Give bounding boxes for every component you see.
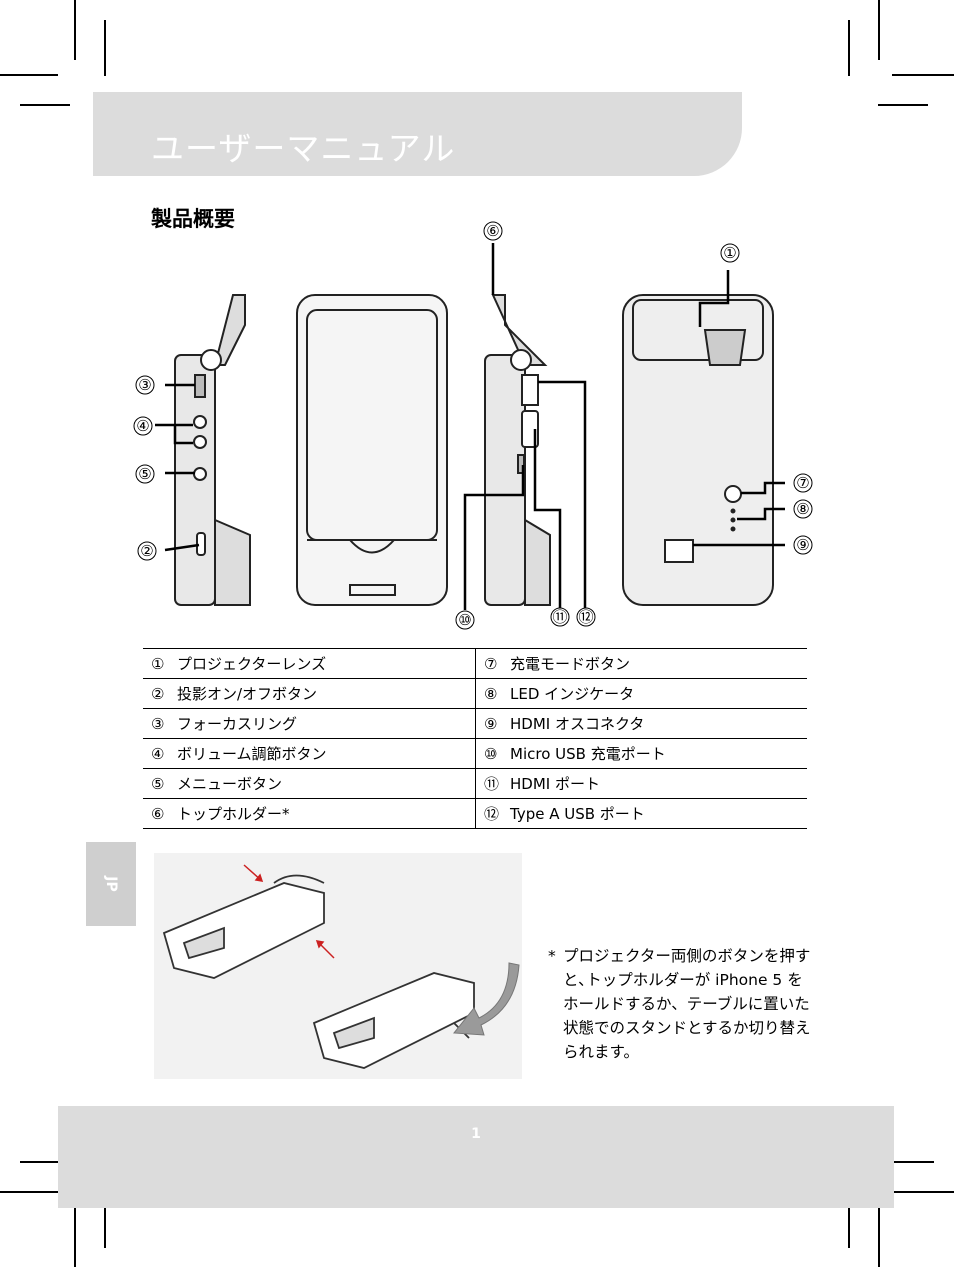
callout-1: ① <box>723 244 736 262</box>
footnote-marker: * <box>548 947 556 965</box>
curved-arrow-icon <box>453 962 520 1036</box>
item-label: Micro USB 充電ポート <box>510 745 666 763</box>
callout-8: ⑧ <box>796 500 809 518</box>
item-label: プロジェクターレンズ <box>177 655 327 673</box>
device-back-view <box>622 294 774 606</box>
item-number: ⑫ <box>484 805 500 823</box>
table-row: ⑥ トップホルダー* ⑫ Type A USB ポート <box>143 798 807 829</box>
crop-mark <box>878 0 880 60</box>
item-label: HDMI ポート <box>510 775 600 793</box>
callout-4: ④ <box>136 417 149 435</box>
item-number: ⑨ <box>484 715 498 733</box>
crop-mark <box>0 1191 58 1193</box>
crop-mark <box>878 104 928 106</box>
table-cell: ⑨ HDMI オスコネクタ <box>475 708 807 739</box>
callout-11: ⑪ <box>552 608 567 626</box>
crop-mark <box>20 104 70 106</box>
item-number: ⑧ <box>484 685 498 703</box>
table-row: ④ ボリューム調節ボタン ⑩ Micro USB 充電ポート <box>143 738 807 769</box>
item-label: Type A USB ポート <box>510 805 645 823</box>
page-title: ユーザーマニュアル <box>151 129 456 168</box>
projector-lens <box>703 329 747 366</box>
hdmi-male-connector <box>664 539 694 563</box>
page-number: 1 <box>471 1126 481 1142</box>
table-cell: ⑫ Type A USB ポート <box>475 798 807 829</box>
callout-2: ② <box>140 542 153 560</box>
table-row: ⑤ メニューボタン ⑪ HDMI ポート <box>143 768 807 799</box>
crop-mark <box>882 1161 934 1163</box>
item-number: ④ <box>151 745 165 763</box>
device-illustration-lower <box>312 972 475 1069</box>
crop-mark <box>848 20 850 76</box>
crop-mark <box>892 74 954 76</box>
footnote: * プロジェクター両側のボタンを押すと､トップホルダーが iPhone 5 をホ… <box>548 944 813 1064</box>
footer-band: 1 <box>58 1106 894 1208</box>
crop-mark <box>848 1190 850 1248</box>
table-row: ② 投影オン/オフボタン ⑧ LED インジケータ <box>143 678 807 709</box>
crop-mark <box>104 1190 106 1248</box>
item-label: フォーカスリング <box>177 715 298 733</box>
item-number: ⑦ <box>484 655 498 673</box>
focus-knob <box>200 349 222 371</box>
callout-7: ⑦ <box>796 474 809 492</box>
table-cell: ⑥ トップホルダー* <box>143 798 476 829</box>
callout-5: ⑤ <box>138 465 151 483</box>
item-number: ⑩ <box>484 745 498 763</box>
language-label: JP <box>103 876 119 892</box>
table-cell: ④ ボリューム調節ボタン <box>143 738 476 769</box>
crop-mark <box>892 1191 954 1193</box>
product-overview-diagram: ③ ④ ⑤ ② ⑥ ① ⑦ ⑧ ⑨ ⑩ ⑪ ⑫ <box>133 221 813 630</box>
item-label: トップホルダー* <box>177 805 290 823</box>
item-label: 投影オン/オフボタン <box>177 685 318 703</box>
item-label: LED インジケータ <box>510 685 635 703</box>
parts-table: ① プロジェクターレンズ ⑦ 充電モードボタン ② 投影オン/オフボタン ⑧ LED イ… <box>143 648 807 829</box>
table-cell: ③ フォーカスリング <box>143 708 476 739</box>
table-cell: ⑪ HDMI ポート <box>475 768 807 799</box>
table-cell: ⑦ 充電モードボタン <box>475 648 807 679</box>
footnote-text: プロジェクター両側のボタンを押すと､トップホルダーが iPhone 5 をホール… <box>563 947 811 1061</box>
table-cell: ⑤ メニューボタン <box>143 768 476 799</box>
callout-3: ③ <box>138 376 151 394</box>
crop-mark <box>20 1161 76 1163</box>
item-label: ボリューム調節ボタン <box>177 745 327 763</box>
device-illustration-upper <box>162 882 325 979</box>
item-label: HDMI オスコネクタ <box>510 715 645 733</box>
item-number: ⑪ <box>484 775 500 793</box>
table-row: ③ フォーカスリング ⑨ HDMI オスコネクタ <box>143 708 807 739</box>
section-title: 製品概要 <box>151 207 235 231</box>
table-cell: ② 投影オン/オフボタン <box>143 678 476 709</box>
language-tab: JP <box>86 842 136 926</box>
item-number: ⑥ <box>151 805 165 823</box>
crop-mark <box>104 20 106 76</box>
table-cell: ⑩ Micro USB 充電ポート <box>475 738 807 769</box>
charge-mode-button <box>724 485 742 503</box>
callout-9: ⑨ <box>796 536 809 554</box>
item-number: ⑤ <box>151 775 165 793</box>
crop-mark <box>0 74 58 76</box>
item-number: ③ <box>151 715 165 733</box>
item-label: 充電モードボタン <box>510 655 631 673</box>
table-cell: ⑧ LED インジケータ <box>475 678 807 709</box>
crop-mark <box>74 1208 76 1267</box>
callout-10: ⑩ <box>458 611 471 629</box>
header-band: ユーザーマニュアル <box>93 92 742 176</box>
item-label: メニューボタン <box>177 775 283 793</box>
table-row: ① プロジェクターレンズ ⑦ 充電モードボタン <box>143 648 807 679</box>
device-port-view <box>484 354 526 606</box>
item-number: ① <box>151 655 165 673</box>
callout-6: ⑥ <box>486 222 499 240</box>
item-number: ② <box>151 685 165 703</box>
crop-mark <box>74 0 76 60</box>
device-front-view <box>296 294 448 606</box>
holder-demo-illustration <box>154 853 522 1079</box>
table-cell: ① プロジェクターレンズ <box>143 648 476 679</box>
crop-mark <box>878 1208 880 1267</box>
callout-12: ⑫ <box>578 608 593 626</box>
